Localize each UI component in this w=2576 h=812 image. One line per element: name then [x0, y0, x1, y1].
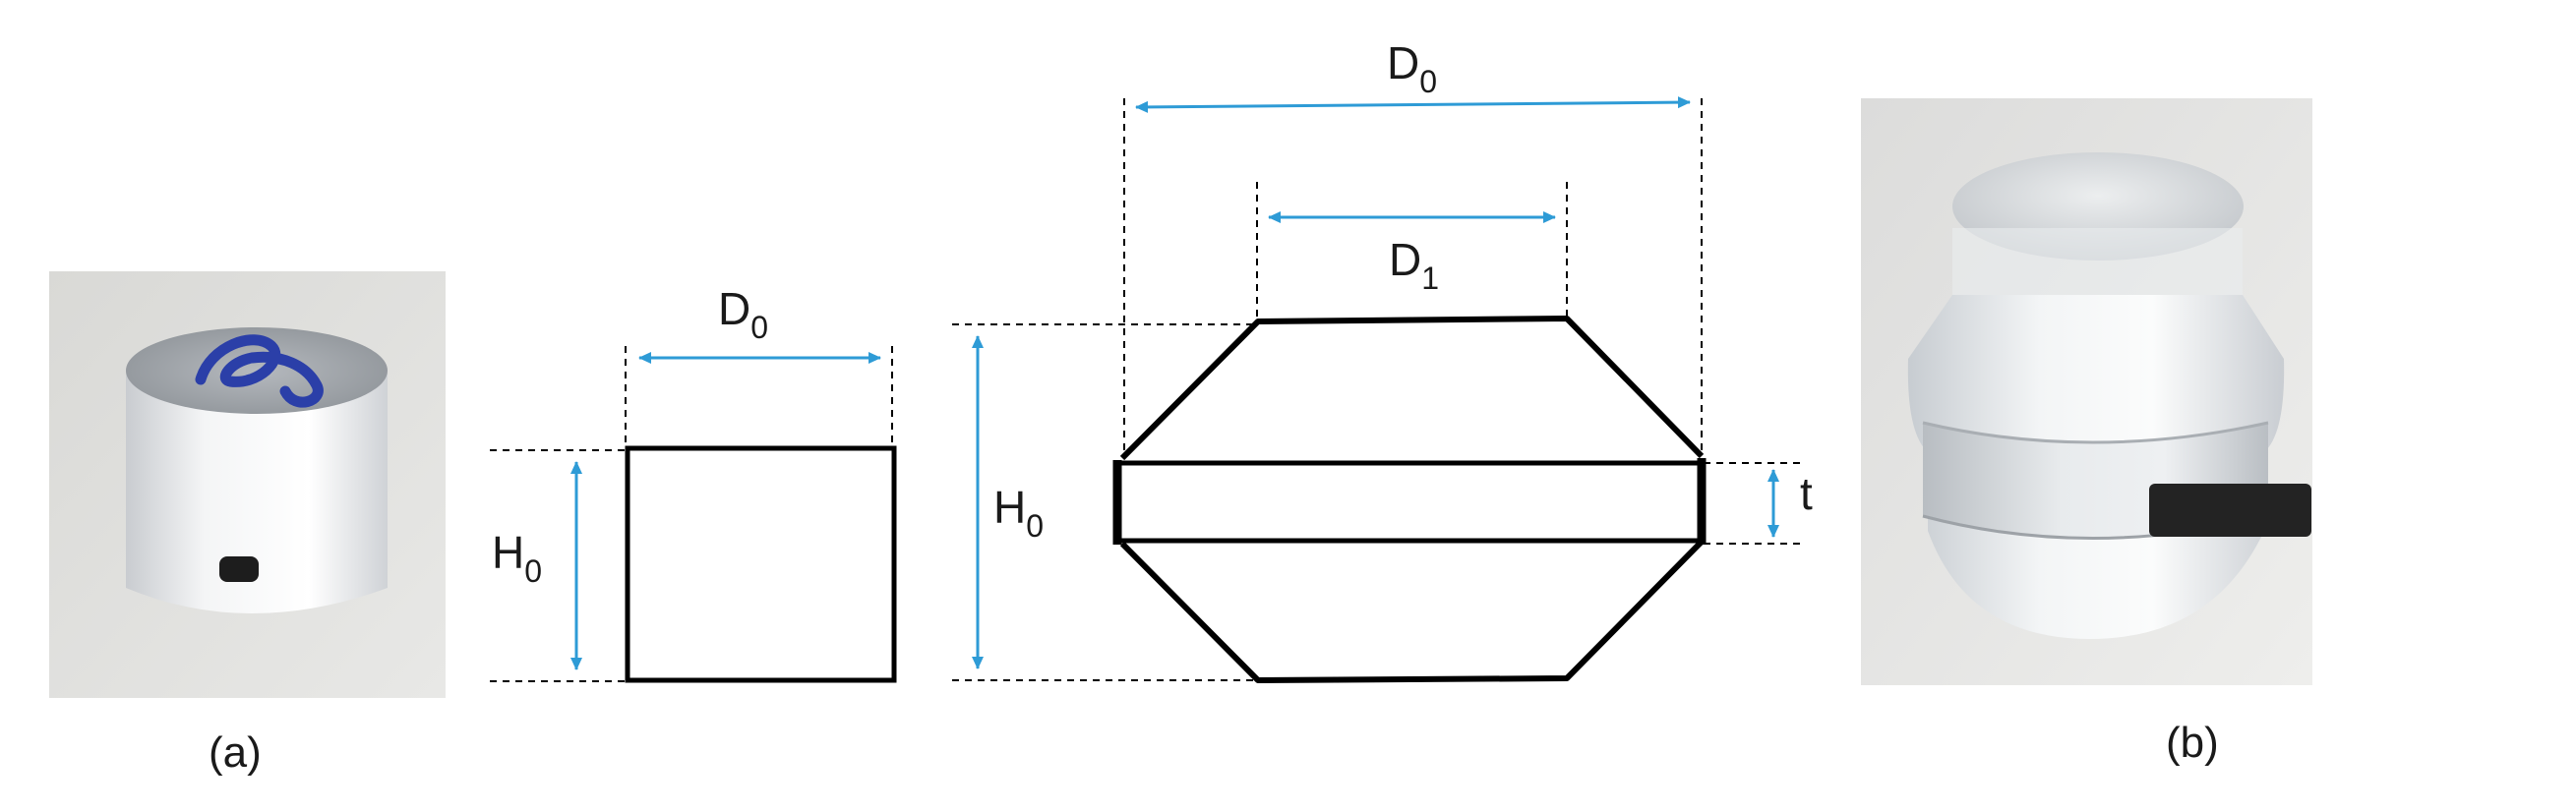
t-label: t	[1800, 468, 1813, 519]
photo-a-undeformed-specimen	[49, 271, 446, 698]
interlayer-band	[1114, 460, 1705, 544]
h0-left-label: H0	[492, 527, 542, 589]
marker-patch	[2149, 484, 2311, 537]
deformed-upper-outline	[1119, 316, 1705, 461]
deformed-lower-outline	[1119, 539, 1705, 683]
photo-b-deformed-specimen	[1861, 98, 2312, 685]
d0-right-label: D0	[1387, 37, 1437, 99]
h0-right-label: H0	[993, 482, 1044, 544]
d0-right-dimension-arrow	[1135, 96, 1691, 113]
schematic-deformed	[952, 96, 1804, 683]
caption-a: (a)	[209, 728, 262, 777]
marker-dot	[219, 556, 259, 582]
d1-right-label: D1	[1389, 234, 1439, 296]
caption-b: (b)	[2166, 719, 2219, 767]
schematic-undeformed	[490, 346, 897, 683]
d0-left-label: D0	[718, 283, 768, 345]
undeformed-outline	[625, 445, 897, 683]
